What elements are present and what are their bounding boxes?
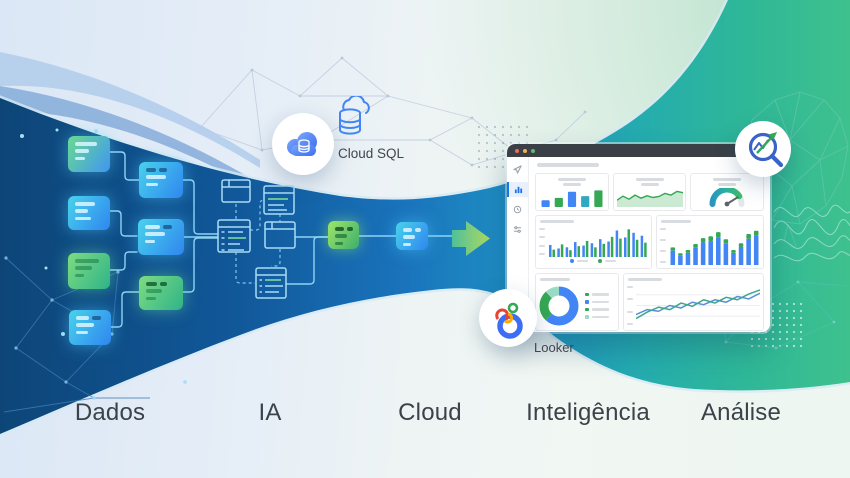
magnifier-trend-icon xyxy=(748,132,784,168)
chart-card-paired-bars xyxy=(535,215,652,269)
stage-label-ia: IA xyxy=(258,399,282,426)
dashboard-sidebar xyxy=(507,157,529,332)
cloud-database-icon xyxy=(287,132,317,156)
waveform-lines xyxy=(773,204,850,262)
mini-donut-chart xyxy=(539,286,579,326)
zoom-icon xyxy=(531,148,535,153)
wave-band-outer xyxy=(0,52,260,168)
table-icon-2 xyxy=(255,267,287,299)
stage-label-cloud: Cloud xyxy=(398,399,462,426)
stage-label-dados: Dados xyxy=(74,399,146,426)
flow-arrow-icon xyxy=(452,221,490,256)
stage-label-inteligencia: Inteligência xyxy=(526,399,650,426)
mini-gauge-chart xyxy=(694,188,760,207)
donut-legend xyxy=(585,292,609,319)
wave-band-inner xyxy=(0,86,262,193)
mini-area-chart xyxy=(616,188,683,207)
stage-label-analise: Análise xyxy=(700,399,782,426)
mini-bar-chart xyxy=(539,188,605,207)
list-icon xyxy=(263,185,295,215)
chart-card-area xyxy=(612,173,687,211)
window-icon xyxy=(221,179,251,203)
data-card xyxy=(138,219,184,255)
dashboard-title-skeleton xyxy=(537,163,599,167)
data-card xyxy=(139,162,183,198)
tree-connectors xyxy=(108,151,453,328)
close-icon xyxy=(515,148,519,153)
tree-connectors-dashed xyxy=(235,199,281,284)
glow-dots xyxy=(20,128,187,384)
chart-card-bars xyxy=(535,173,609,211)
data-card-green xyxy=(328,221,359,249)
chart-legend xyxy=(539,257,648,265)
dashboard-window xyxy=(507,144,770,332)
cloud-sql-outline-icon xyxy=(339,96,370,135)
chart-icon xyxy=(507,182,528,197)
schema-icons xyxy=(217,179,296,299)
window-icon-2 xyxy=(264,221,296,249)
mini-line-chart xyxy=(636,284,760,327)
looker-logo-icon xyxy=(495,302,523,339)
explore-icon xyxy=(507,162,528,177)
data-card xyxy=(68,196,110,230)
chart-card-donut xyxy=(535,273,619,331)
minimize-icon xyxy=(523,148,527,153)
insights-badge xyxy=(735,121,791,177)
chart-card-gauge xyxy=(690,173,765,211)
filter-icon xyxy=(507,222,528,237)
data-card-blue xyxy=(396,222,428,250)
constellation-on-navy xyxy=(3,256,150,413)
mini-paired-bar-chart xyxy=(548,226,648,257)
data-card xyxy=(68,136,110,172)
clock-icon xyxy=(507,202,528,217)
cloud-sql-label: Cloud SQL xyxy=(338,146,405,161)
looker-badge xyxy=(479,289,537,347)
looker-label: Looker xyxy=(534,340,574,355)
chart-card-lines xyxy=(623,273,764,331)
data-card xyxy=(68,253,110,289)
cloud-sql-badge xyxy=(272,113,334,175)
chart-card-stacked-bars xyxy=(655,215,764,269)
mini-stacked-bar-chart xyxy=(669,226,760,265)
dashboard-content xyxy=(529,157,770,332)
table-icon xyxy=(217,219,251,253)
data-card xyxy=(139,276,183,310)
data-card xyxy=(69,310,111,345)
dashboard-titlebar xyxy=(507,144,770,157)
